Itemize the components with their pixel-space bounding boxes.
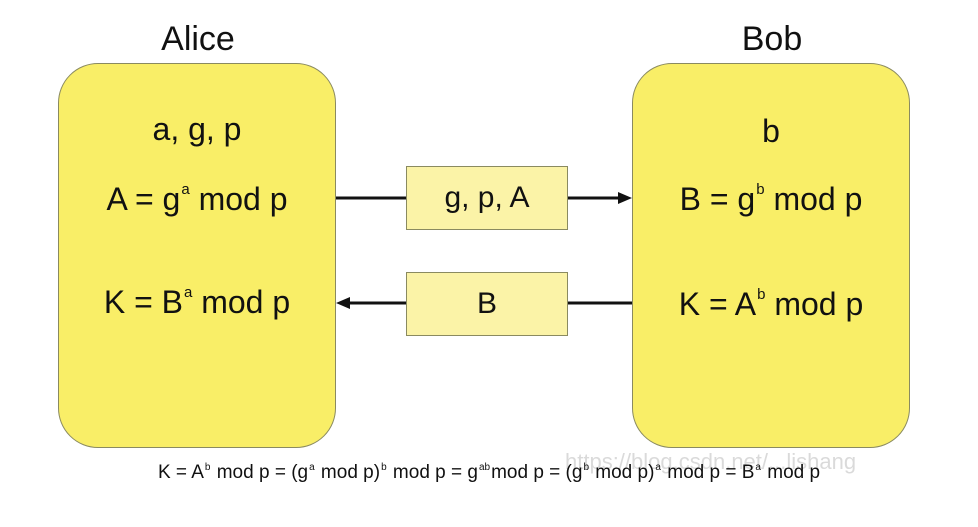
formula-part: mod p) <box>590 462 655 483</box>
bob-box: b B = gb mod p K = Ab mod p <box>632 63 910 448</box>
exponent: a <box>309 462 315 473</box>
exponent: b <box>757 286 766 303</box>
formula-part: mod p = (g <box>211 462 309 483</box>
exponent: b <box>583 462 589 473</box>
formula-part: mod p = g <box>387 462 478 483</box>
message-to-bob: g, p, A <box>406 166 568 230</box>
alice-values: a, g, p <box>152 111 242 147</box>
exponent: b <box>204 462 211 473</box>
exponent: ab <box>478 462 491 473</box>
formula-part: mod p) <box>315 462 381 483</box>
formula-part: mod p <box>189 181 288 217</box>
message-to-alice: B <box>406 272 568 336</box>
formula-part: mod p <box>761 462 821 483</box>
alice-shared-key-formula: K = Ba mod p <box>59 284 335 321</box>
formula-part: mod p <box>764 181 863 217</box>
bob-values: b <box>762 113 780 149</box>
formula-part: K = A <box>157 462 204 483</box>
formula-part: A = g <box>106 181 181 217</box>
watermark: https://blog.csdn.net/...lishang <box>565 449 857 474</box>
formula-part: mod p = B <box>661 462 755 483</box>
exponent: a <box>755 462 761 473</box>
formula-part: K = B <box>103 284 183 320</box>
alice-box: a, g, p A = ga mod p K = Ba mod p <box>58 63 336 448</box>
exponent: a <box>181 181 190 198</box>
formula-part: mod p <box>192 284 291 320</box>
exponent: b <box>381 462 387 473</box>
formula-part: B = g <box>679 181 756 217</box>
bob-title: Bob <box>741 20 803 58</box>
exponent: a <box>183 284 193 301</box>
key-derivation-formula: K = Ab mod p = (ga mod p)b mod p = gabmo… <box>0 462 978 484</box>
alice-title: Alice <box>161 20 235 58</box>
arrow-to-bob-head <box>618 192 632 204</box>
formula-part: mod p <box>765 286 864 322</box>
exponent: b <box>756 181 765 198</box>
formula-part: K = A <box>678 286 757 322</box>
formula-part: mod p = (g <box>491 462 583 483</box>
bob-public-key-formula: B = gb mod p <box>633 181 909 218</box>
alice-public-key-formula: A = ga mod p <box>59 181 335 218</box>
bob-shared-key-formula: K = Ab mod p <box>633 286 909 323</box>
exponent: a <box>655 462 661 473</box>
arrow-to-alice-head <box>336 297 350 309</box>
